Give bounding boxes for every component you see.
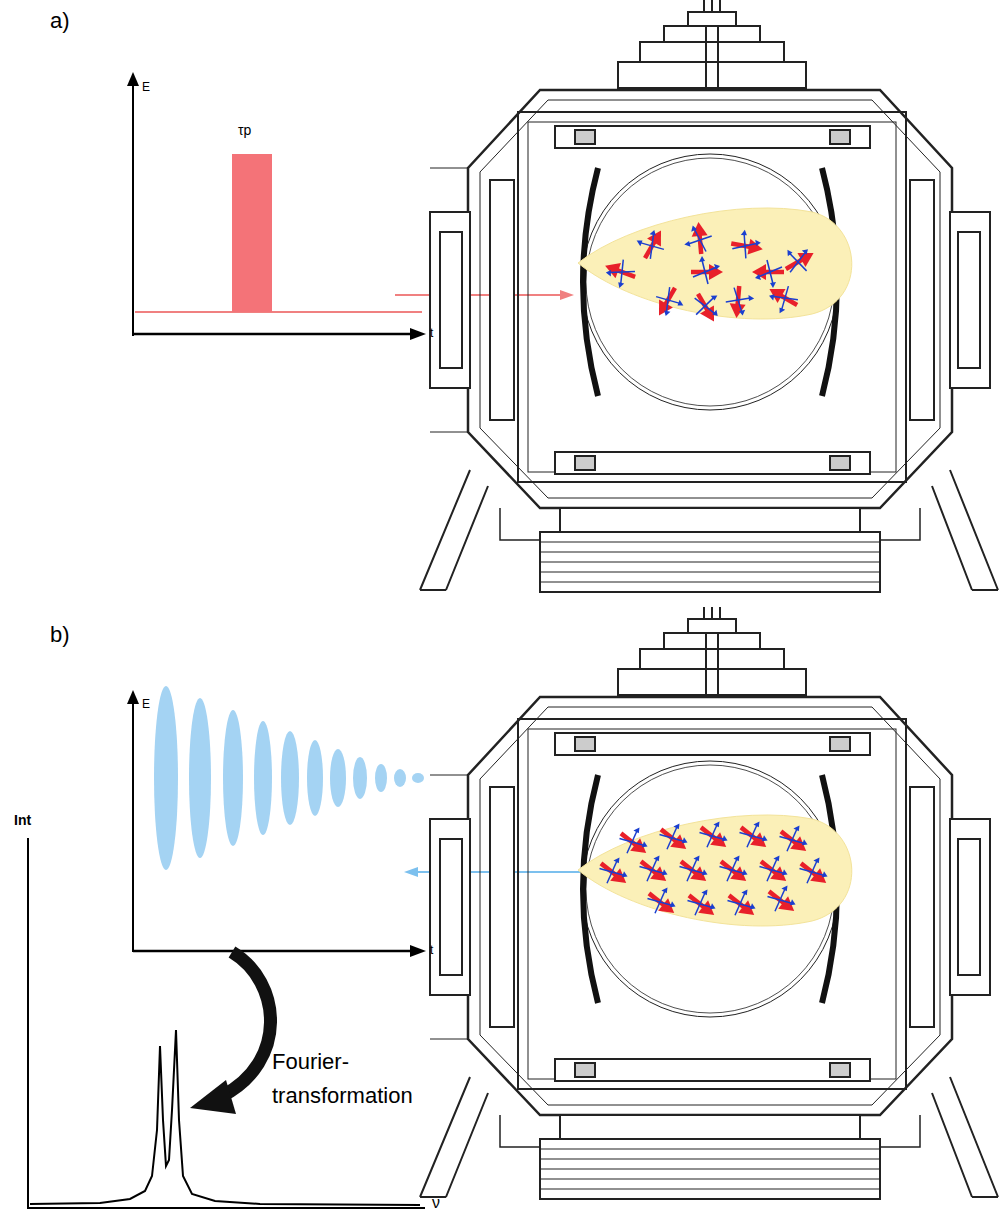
- ion-cloud: [578, 815, 852, 926]
- panel-letter: b): [50, 622, 70, 648]
- ion-cloud: [578, 208, 852, 319]
- panel-letter: a): [50, 8, 70, 34]
- pulse-width-label: τp: [238, 122, 251, 139]
- ions-random: [600, 221, 820, 328]
- vacuum-chamber: [420, 0, 998, 592]
- pulse-graph: [127, 72, 426, 340]
- process-label: Fourier- transformation: [272, 1045, 447, 1113]
- axis-label: t: [430, 326, 433, 340]
- ions-coherent: [594, 815, 836, 925]
- axis-label: ν: [432, 1193, 440, 1212]
- axis-label: E: [142, 697, 150, 711]
- axis-label: t: [430, 943, 433, 957]
- axis-label: Int: [14, 812, 31, 829]
- excitation-arrow: [395, 290, 574, 300]
- decay-graph: [127, 686, 426, 957]
- axis-label: E: [142, 80, 150, 94]
- vacuum-chamber: [420, 607, 998, 1199]
- transform-arrow: [190, 952, 271, 1114]
- spectrum: [27, 838, 425, 1208]
